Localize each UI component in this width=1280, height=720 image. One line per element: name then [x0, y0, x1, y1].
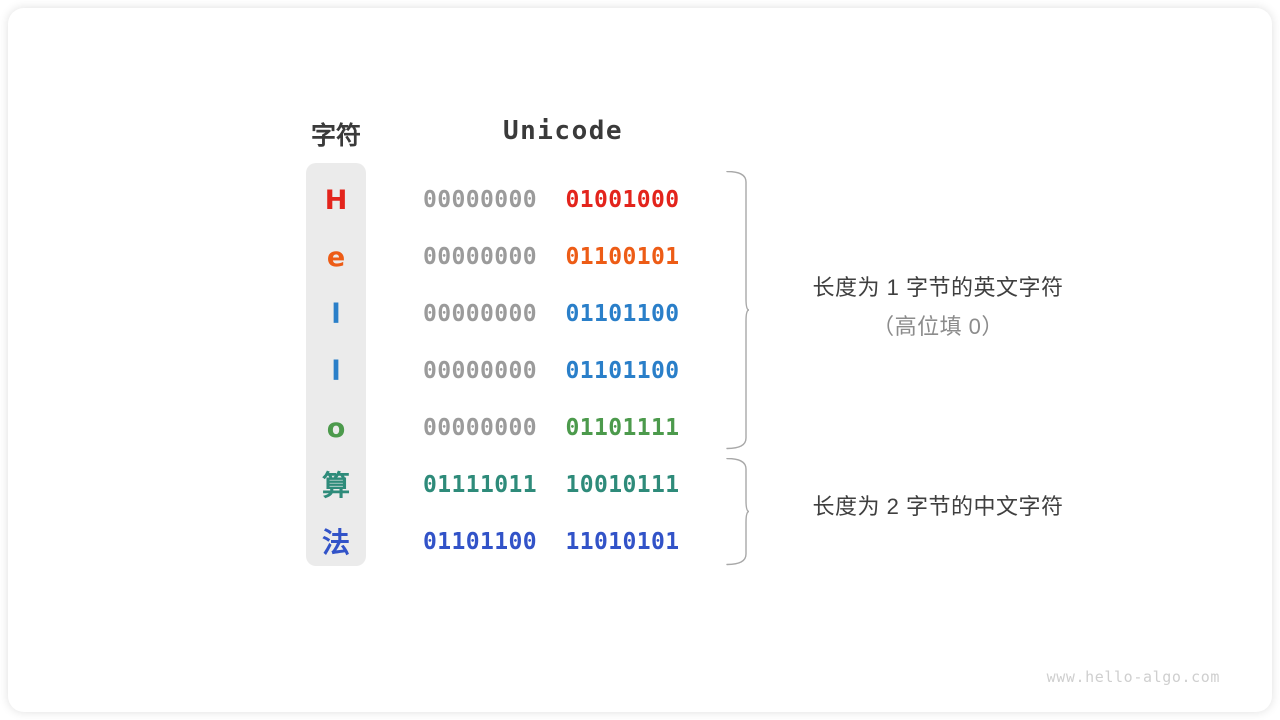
row-unicode-bits: 00000000 01001000: [423, 172, 703, 229]
table-row: l 00000000 01101100: [8, 286, 1272, 343]
watermark: www.hello-algo.com: [1046, 668, 1220, 686]
row-character: l: [331, 356, 341, 387]
row-character: o: [326, 413, 346, 444]
row-high-byte: 00000000: [423, 244, 537, 270]
row-unicode-bits: 00000000 01100101: [423, 229, 703, 286]
table-row: H 00000000 01001000: [8, 172, 1272, 229]
row-character: H: [324, 185, 348, 216]
row-low-byte: 01100101: [565, 244, 680, 270]
table-row: l 00000000 01101100: [8, 343, 1272, 400]
row-character: 算: [321, 469, 350, 502]
annotation-line-secondary: （高位填 0）: [872, 314, 1004, 339]
row-low-byte: 01101100: [565, 301, 680, 327]
row-low-byte: 10010111: [565, 472, 680, 498]
table-row: o 00000000 01101111: [8, 400, 1272, 457]
row-character: l: [331, 299, 341, 330]
byte-separator: [537, 472, 566, 498]
byte-separator: [537, 301, 566, 327]
row-high-byte: 01101100: [423, 529, 537, 555]
byte-separator: [537, 529, 566, 555]
annotation-line-primary: 长度为 2 字节的中文字符: [812, 494, 1064, 519]
row-high-byte: 00000000: [423, 415, 537, 441]
byte-separator: [537, 358, 566, 384]
figure-card: 字符 Unicode H 00000000 01001000 e 00000000 0…: [8, 8, 1272, 712]
row-unicode-bits: 00000000 01101100: [423, 343, 703, 400]
table-row: 法 01101100 11010101: [8, 514, 1272, 571]
row-unicode-bits: 00000000 01101111: [423, 400, 703, 457]
byte-separator: [537, 244, 566, 270]
row-unicode-bits: 01111011 10010111: [423, 457, 703, 514]
row-low-byte: 01001000: [565, 187, 680, 213]
character-column-strip: [306, 163, 366, 566]
column-header-unicode: Unicode: [502, 116, 624, 146]
group-brace-one-byte-english: [726, 171, 751, 450]
row-high-byte: 01111011: [423, 472, 537, 498]
row-character: e: [326, 242, 346, 273]
table-row: 算 01111011 10010111: [8, 457, 1272, 514]
row-unicode-bits: 00000000 01101100: [423, 286, 703, 343]
annotation-one-byte-english: 长度为 1 字节的英文字符 （高位填 0）: [768, 270, 1108, 341]
row-low-byte: 01101100: [565, 358, 680, 384]
group-brace-two-byte-chinese: [726, 458, 751, 566]
row-high-byte: 00000000: [423, 301, 537, 327]
row-low-byte: 11010101: [565, 529, 680, 555]
annotation-line-primary: 长度为 1 字节的英文字符: [812, 275, 1064, 300]
table-row: e 00000000 01100101: [8, 229, 1272, 286]
row-low-byte: 01101111: [565, 415, 680, 441]
row-high-byte: 00000000: [423, 358, 537, 384]
row-character: 法: [321, 526, 350, 559]
column-header-character: 字符: [310, 122, 361, 150]
byte-separator: [537, 415, 566, 441]
annotation-two-byte-chinese: 长度为 2 字节的中文字符: [768, 489, 1108, 521]
row-unicode-bits: 01101100 11010101: [423, 514, 703, 571]
byte-separator: [537, 187, 566, 213]
row-high-byte: 00000000: [423, 187, 537, 213]
unicode-encoding-diagram: 字符 Unicode H 00000000 01001000 e 00000000 0…: [8, 8, 1272, 712]
